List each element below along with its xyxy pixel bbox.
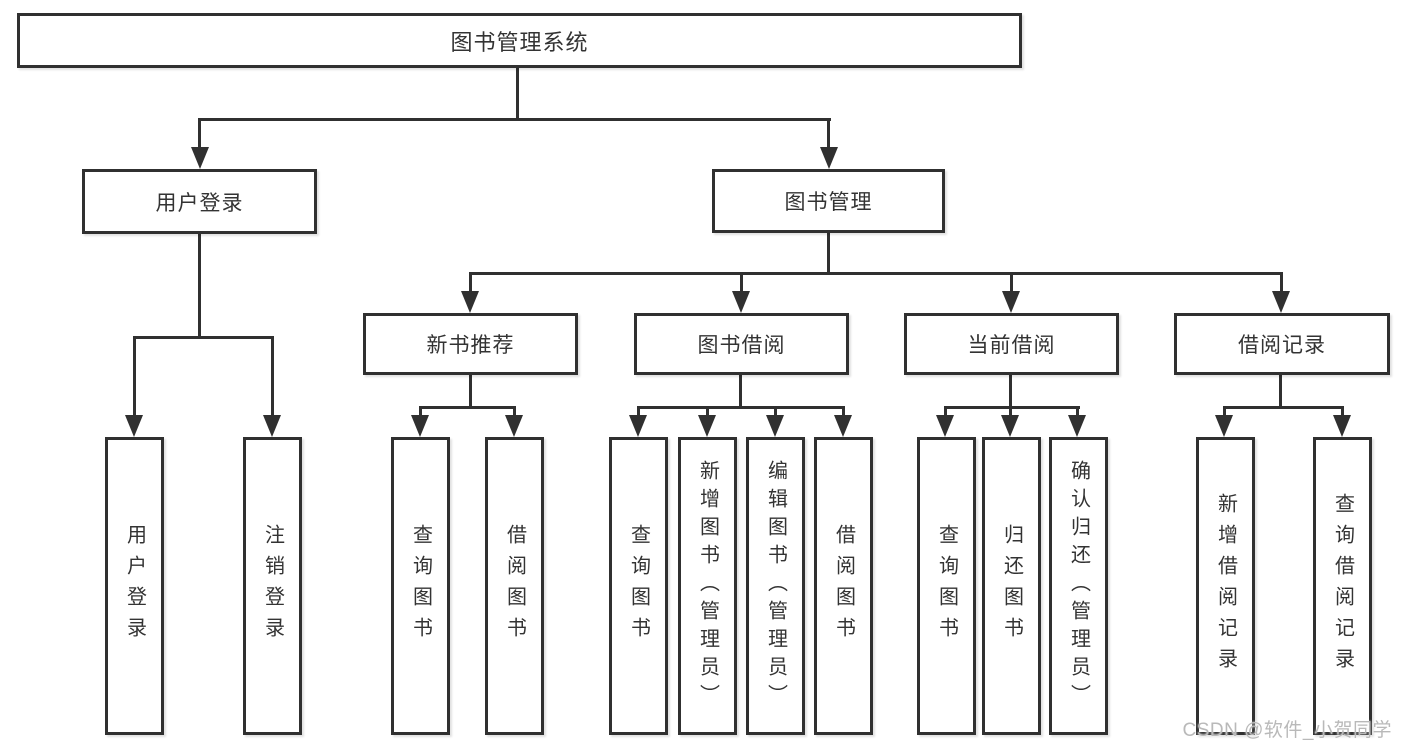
connector-line [419,406,422,417]
connector-line [469,375,472,406]
connector-line [198,118,831,121]
connector-line [516,68,519,118]
arrow-down-icon [1002,291,1020,313]
arrow-down-icon [1215,415,1233,437]
leaf-borrow-books: 借阅图书 [814,437,873,735]
arrow-down-icon [820,147,838,169]
watermark: CSDN @软件_小贺同学 [1182,720,1392,741]
connector-line [827,233,830,272]
leaf-borrow-books: 借阅图书 [485,437,544,735]
arrow-down-icon [766,415,784,437]
connector-line [513,406,516,417]
node-book-management: 图书管理 [712,169,945,233]
arrow-down-icon [461,291,479,313]
arrow-down-icon [732,291,750,313]
connector-line [637,406,640,417]
connector-line [419,406,516,409]
arrow-down-icon [629,415,647,437]
connector-line [271,336,274,417]
node-new-book-recommend: 新书推荐 [363,313,578,375]
connector-line [637,406,845,409]
connector-line [944,406,947,417]
node-book-borrow: 图书借阅 [634,313,849,375]
connector-line [842,406,845,417]
leaf-query-borrow-record: 查询借阅记录 [1313,437,1372,735]
connector-line [1010,272,1013,293]
leaf-edit-books-admin: 编辑图书（管理员） [746,437,805,735]
arrow-down-icon [698,415,716,437]
leaf-add-books-admin: 新增图书（管理员） [678,437,737,735]
connector-line [133,336,274,339]
connector-line [198,118,201,151]
leaf-return-books: 归还图书 [982,437,1041,735]
leaf-confirm-return-admin: 确认归还（管理员） [1049,437,1108,735]
connector-line [133,336,136,417]
connector-line [739,375,742,406]
connector-line [1009,375,1012,406]
connector-line [1280,272,1283,293]
leaf-user-login: 用户登录 [105,437,164,735]
leaf-query-books: 查询图书 [609,437,668,735]
connector-line [1279,375,1282,406]
connector-line [706,406,709,417]
connector-line [198,234,201,336]
connector-line [1223,406,1344,409]
node-root-system: 图书管理系统 [17,13,1022,68]
connector-line [1341,406,1344,417]
connector-line [469,272,472,293]
connector-line [740,272,743,293]
connector-line [827,118,830,151]
arrow-down-icon [1272,291,1290,313]
leaf-add-borrow-record: 新增借阅记录 [1196,437,1255,735]
arrow-down-icon [1333,415,1351,437]
arrow-down-icon [505,415,523,437]
connector-line [944,406,1080,409]
arrow-down-icon [125,415,143,437]
connector-line [1223,406,1226,417]
connector-line [774,406,777,417]
leaf-query-books: 查询图书 [917,437,976,735]
arrow-down-icon [191,147,209,169]
arrow-down-icon [936,415,954,437]
node-user-login: 用户登录 [82,169,317,234]
leaf-logout: 注销登录 [243,437,302,735]
connector-line [1076,406,1079,417]
arrow-down-icon [834,415,852,437]
connector-line [1009,406,1012,417]
arrow-down-icon [263,415,281,437]
leaf-query-books: 查询图书 [391,437,450,735]
node-borrow-records: 借阅记录 [1174,313,1390,375]
node-current-borrow: 当前借阅 [904,313,1119,375]
arrow-down-icon [1001,415,1019,437]
arrow-down-icon [411,415,429,437]
arrow-down-icon [1068,415,1086,437]
connector-line [469,272,1283,275]
